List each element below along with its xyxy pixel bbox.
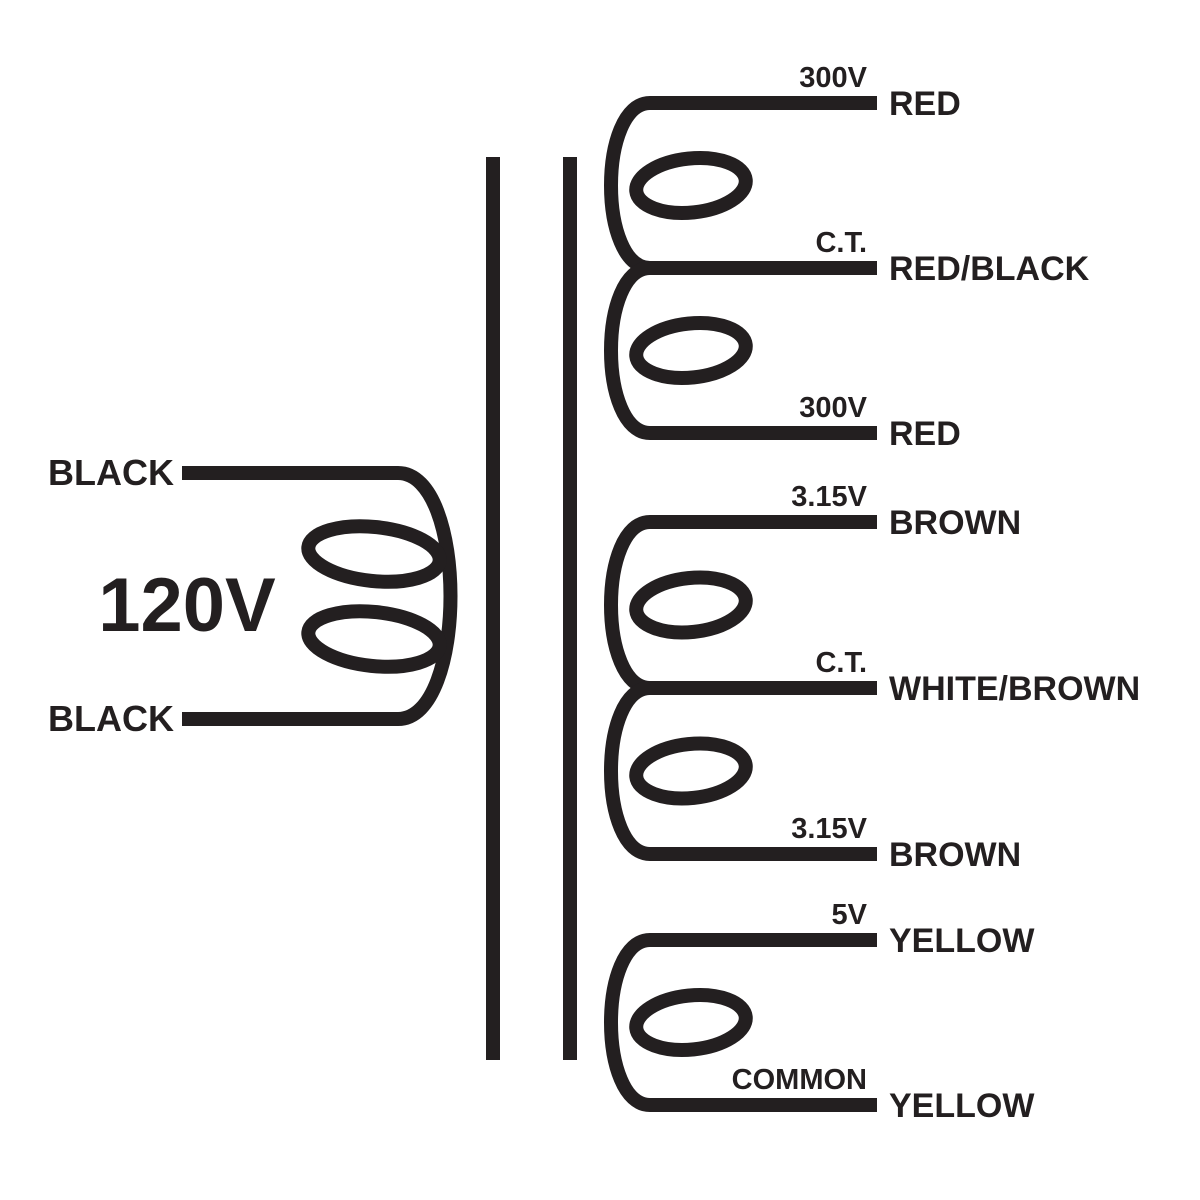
coil-loop	[629, 988, 753, 1057]
coil-loop	[629, 316, 753, 385]
coil-loop	[629, 736, 753, 806]
tap-voltage-label: COMMON	[732, 1064, 867, 1096]
schematic-labels: BLACK 120V BLACK 300V RED C.T. RED/BLACK…	[48, 62, 1140, 1125]
wire-color-label: RED	[889, 85, 961, 123]
schematic-strokes	[182, 96, 877, 1112]
coil-segment	[604, 261, 877, 440]
primary-lead-label-bottom: BLACK	[48, 698, 174, 739]
primary-winding	[182, 466, 458, 726]
transformer-core	[486, 157, 577, 1060]
coil-loop	[629, 151, 753, 220]
secondary-winding-filament	[604, 515, 877, 861]
secondary-winding-rectifier	[604, 933, 877, 1112]
primary-coil-loop	[301, 604, 447, 674]
tap-voltage-label: 3.15V	[791, 481, 867, 513]
wire-color-label: WHITE/BROWN	[889, 670, 1140, 708]
tap-voltage-label: C.T.	[815, 647, 867, 679]
wire-color-label: BROWN	[889, 504, 1021, 542]
coil-segment	[604, 933, 877, 1112]
coil-loop	[629, 570, 753, 640]
coil-segment	[604, 681, 877, 861]
wire-color-label: BROWN	[889, 836, 1021, 874]
primary-coil-path	[182, 466, 458, 726]
primary-voltage-label: 120V	[98, 563, 276, 648]
wire-color-label: RED	[889, 415, 961, 453]
tap-voltage-label: 3.15V	[791, 813, 867, 845]
primary-coil-loop	[301, 519, 447, 589]
wire-color-label: YELLOW	[889, 922, 1035, 960]
tap-voltage-label: 300V	[799, 62, 867, 94]
primary-lead-label-top: BLACK	[48, 452, 174, 493]
tap-voltage-label: C.T.	[815, 227, 867, 259]
wire-color-label: YELLOW	[889, 1087, 1035, 1125]
wire-color-label: RED/BLACK	[889, 250, 1090, 288]
tap-voltage-label: 300V	[799, 392, 867, 424]
secondary-winding-hv	[604, 96, 877, 440]
tap-voltage-label: 5V	[832, 899, 868, 931]
